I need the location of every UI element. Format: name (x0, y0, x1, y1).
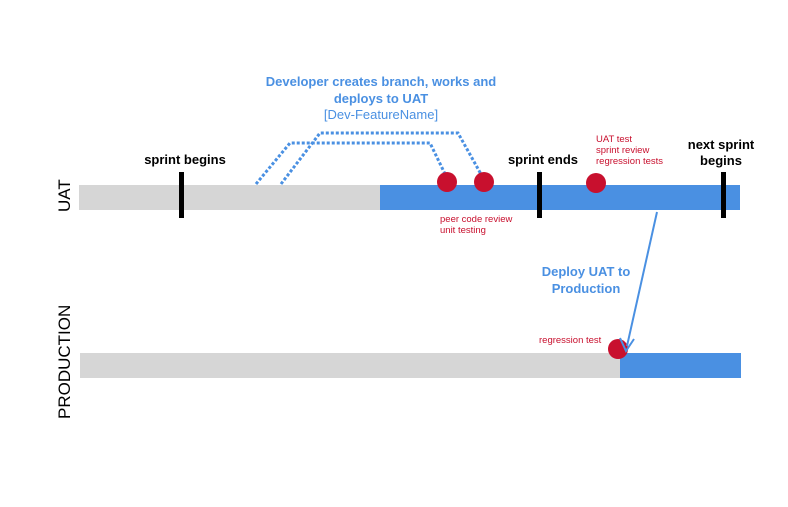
uat-test-note: UAT test sprint review regression tests (596, 134, 663, 167)
sprint-ends-marker (537, 172, 542, 218)
peer-review-text: peer code review (440, 214, 513, 225)
unit-testing-text: unit testing (440, 225, 486, 236)
sprint-begins-label: sprint begins (144, 152, 226, 167)
next-sprint-line1: next sprint (687, 137, 755, 152)
peer-review-note: peer code review unit testing (440, 214, 512, 236)
next-sprint-marker (721, 172, 726, 218)
uat-test-text: UAT test (596, 134, 633, 145)
sprint-begins-marker (179, 172, 184, 218)
deploy-arrow-line (626, 211, 658, 347)
production-track-blue (620, 353, 741, 378)
dev-feature-name: [Dev-FeatureName] (323, 107, 439, 122)
sprint-review-text: sprint review (596, 145, 650, 156)
deploy-line1: Deploy UAT to (541, 264, 631, 279)
regression-tests-text: regression tests (596, 156, 664, 167)
production-row-label: PRODUCTION (55, 304, 74, 419)
unit-testing-dot (474, 172, 494, 192)
sprint-ends-label: sprint ends (507, 152, 579, 167)
production-track-gray (80, 353, 621, 378)
uat-track-gray (79, 185, 381, 210)
next-sprint-line2: begins (700, 153, 742, 168)
regression-test-note: regression test (539, 335, 602, 346)
developer-title-line2: deploys to UAT (333, 91, 429, 106)
deploy-arrow-head (619, 337, 635, 354)
branch-line-inner (254, 141, 448, 185)
developer-title-line1: Developer creates branch, works and (265, 74, 497, 89)
branch-line-outer (279, 131, 484, 185)
uat-test-dot (586, 173, 606, 193)
deploy-line2: Production (551, 281, 621, 296)
next-sprint-label: next sprint begins (676, 137, 766, 169)
uat-track-blue (380, 185, 740, 210)
deploy-annotation: Deploy UAT to Production (531, 263, 641, 297)
uat-row-label: UAT (55, 179, 74, 212)
developer-annotation: Developer creates branch, works and depl… (256, 73, 506, 122)
peer-review-dot (437, 172, 457, 192)
